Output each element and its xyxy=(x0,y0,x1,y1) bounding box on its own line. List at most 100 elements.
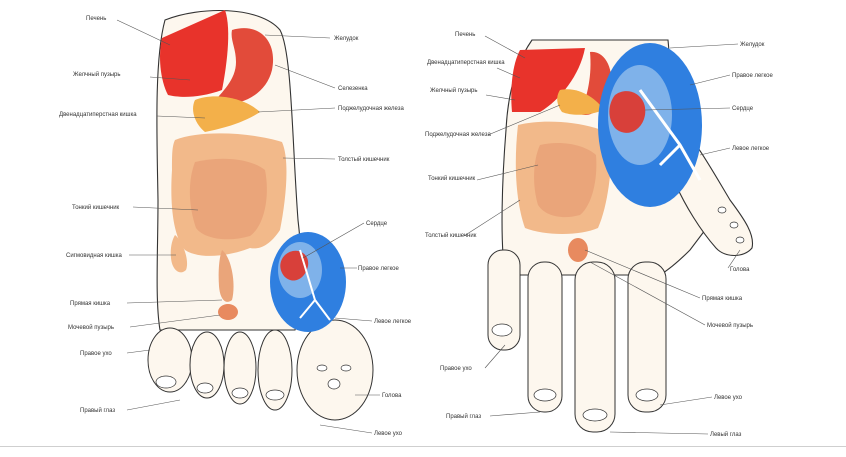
hand-leader-duodenum xyxy=(496,67,521,79)
hand-rectum-shape xyxy=(568,238,588,262)
foot-label-right-ear: Правое ухо xyxy=(80,351,112,357)
foot-leader-rectum xyxy=(126,299,223,304)
hand-pancreas-shape xyxy=(557,89,604,115)
hand-label-head: Голова xyxy=(730,267,750,273)
foot-leader-right-eye xyxy=(126,399,181,411)
hand-diagram: Печень Двенадцатиперстная кишка Желчный … xyxy=(425,32,774,438)
foot-label-heart: Сердце xyxy=(366,221,388,227)
foot-label-spleen: Селезенка xyxy=(338,86,368,92)
hand-leader-large-intestine xyxy=(463,199,521,237)
hand-thumb-eye-right xyxy=(717,206,727,214)
hand-label-pancreas: Поджелудочная железа xyxy=(425,132,491,138)
foot-label-stomach: Желудок xyxy=(334,36,359,42)
foot-leader-left-ear xyxy=(319,424,373,434)
hand-leader-right-ear xyxy=(484,344,506,369)
foot-liver-shape xyxy=(160,10,229,97)
hand-leader-pancreas xyxy=(487,104,561,136)
hand-heart-shape xyxy=(609,91,646,133)
foot-diagram: Печень Желчный пузырь Двенадцатиперстная… xyxy=(59,9,412,437)
hand-label-liver: Печень xyxy=(455,32,475,38)
bottom-divider xyxy=(0,446,846,447)
foot-label-gallbladder: Желчный пузырь xyxy=(73,71,121,78)
foot-label-bladder: Мочевой пузырь xyxy=(68,324,114,331)
hand-thumb-mouth xyxy=(735,236,745,244)
hand-leader-left-lung xyxy=(699,147,731,156)
hand-leader-heart xyxy=(644,107,731,111)
hand-label-duodenum: Двенадцатиперстная кишка xyxy=(427,60,505,66)
hand-finger-ring xyxy=(527,261,563,413)
foot-label-duodenum: Двенадцатиперстная кишка xyxy=(59,112,137,118)
foot-toe-4 xyxy=(257,329,293,411)
foot-leader-heart xyxy=(302,222,365,259)
hand-finger-index xyxy=(627,261,667,413)
hand-leader-left-ear xyxy=(659,396,713,406)
hand-label-gallbladder: Желчный пузырь xyxy=(430,87,478,94)
hand-leader-small-intestine xyxy=(476,164,539,181)
hand-trachea xyxy=(638,89,702,181)
hand-label-rectum: Прямая кишка xyxy=(702,296,743,302)
foot-leader-spleen xyxy=(274,64,336,89)
hand-leader-gallbladder xyxy=(485,94,516,101)
hand-leader-right-lung xyxy=(689,74,731,86)
foot-nail-1 xyxy=(155,375,177,389)
hand-small-intestine-shape xyxy=(534,143,597,218)
hand-label-bladder: Мочевой пузырь xyxy=(707,322,753,329)
hand-tip-index xyxy=(635,388,659,402)
foot-nail-3 xyxy=(231,387,249,399)
hand-label-small-intestine: Тонкий кишечник xyxy=(428,175,476,182)
foot-leader-small-intestine xyxy=(132,206,199,211)
foot-stomach-shape xyxy=(212,28,274,105)
foot-leader-large-intestine xyxy=(282,157,336,160)
hand-tip-ring xyxy=(533,388,557,402)
foot-small-intestine-shape xyxy=(189,158,267,240)
foot-leader-stomach xyxy=(264,34,331,39)
foot-mouth xyxy=(327,378,341,390)
hand-label-right-eye: Правый глаз xyxy=(446,413,481,420)
hand-tip-little xyxy=(491,323,513,337)
hand-liver-shape xyxy=(511,48,585,112)
foot-label-rectum: Прямая кишка xyxy=(70,301,111,307)
foot-trachea xyxy=(299,249,331,321)
foot-heart-shape xyxy=(280,250,309,281)
foot-leader-duodenum xyxy=(156,115,206,119)
foot-label-right-eye: Правый глаз xyxy=(80,407,115,414)
hand-leader-left-eye xyxy=(609,431,709,435)
foot-nail-2 xyxy=(196,382,214,394)
foot-leader-bladder xyxy=(129,314,221,328)
foot-eye-left xyxy=(340,364,352,372)
foot-rectum-shape xyxy=(218,250,234,302)
foot-leader-gallbladder xyxy=(149,76,191,81)
foot-toe-3 xyxy=(223,331,257,405)
foot-label-small-intestine: Тонкий кишечник xyxy=(72,204,120,211)
hand-tip-middle xyxy=(582,408,608,422)
hand-leader-stomach xyxy=(669,43,739,49)
hand-leader-bladder xyxy=(589,261,706,326)
foot-label-head: Голова xyxy=(382,393,402,399)
foot-leader-right-lung xyxy=(334,317,373,322)
hand-leader-liver xyxy=(484,35,526,59)
hand-label-heart: Сердце xyxy=(732,106,754,112)
foot-label-liver: Печень xyxy=(86,16,106,22)
hand-leader-right-eye xyxy=(489,411,541,417)
hand-label-stomach: Желудок xyxy=(740,42,765,48)
hand-finger-middle xyxy=(574,261,616,433)
foot-leader-right-ear xyxy=(126,349,151,354)
foot-leader-liver xyxy=(116,19,171,46)
hand-label-right-ear: Правое ухо xyxy=(440,366,472,372)
foot-leader-pancreas xyxy=(257,107,336,113)
foot-sigmoid-shape xyxy=(170,235,188,273)
foot-bladder-shape xyxy=(218,304,238,320)
foot-label-large-intestine: Толстый кишечник xyxy=(338,156,390,163)
hand-leader-rectum xyxy=(584,249,701,299)
hand-label-left-lung: Левое легкое xyxy=(732,146,770,152)
foot-big-toe xyxy=(296,319,374,421)
foot-eye-right xyxy=(316,364,328,372)
foot-label-left-ear: Левое ухо xyxy=(374,431,403,437)
hand-thumb-eye-left xyxy=(729,221,739,229)
foot-label-right-lung: Левое легкое xyxy=(374,319,412,325)
foot-label-pancreas: Поджелудочная железа xyxy=(338,106,404,112)
hand-label-right-lung: Правое легкое xyxy=(732,73,774,79)
hand-label-left-eye: Левый глаз xyxy=(710,431,742,438)
